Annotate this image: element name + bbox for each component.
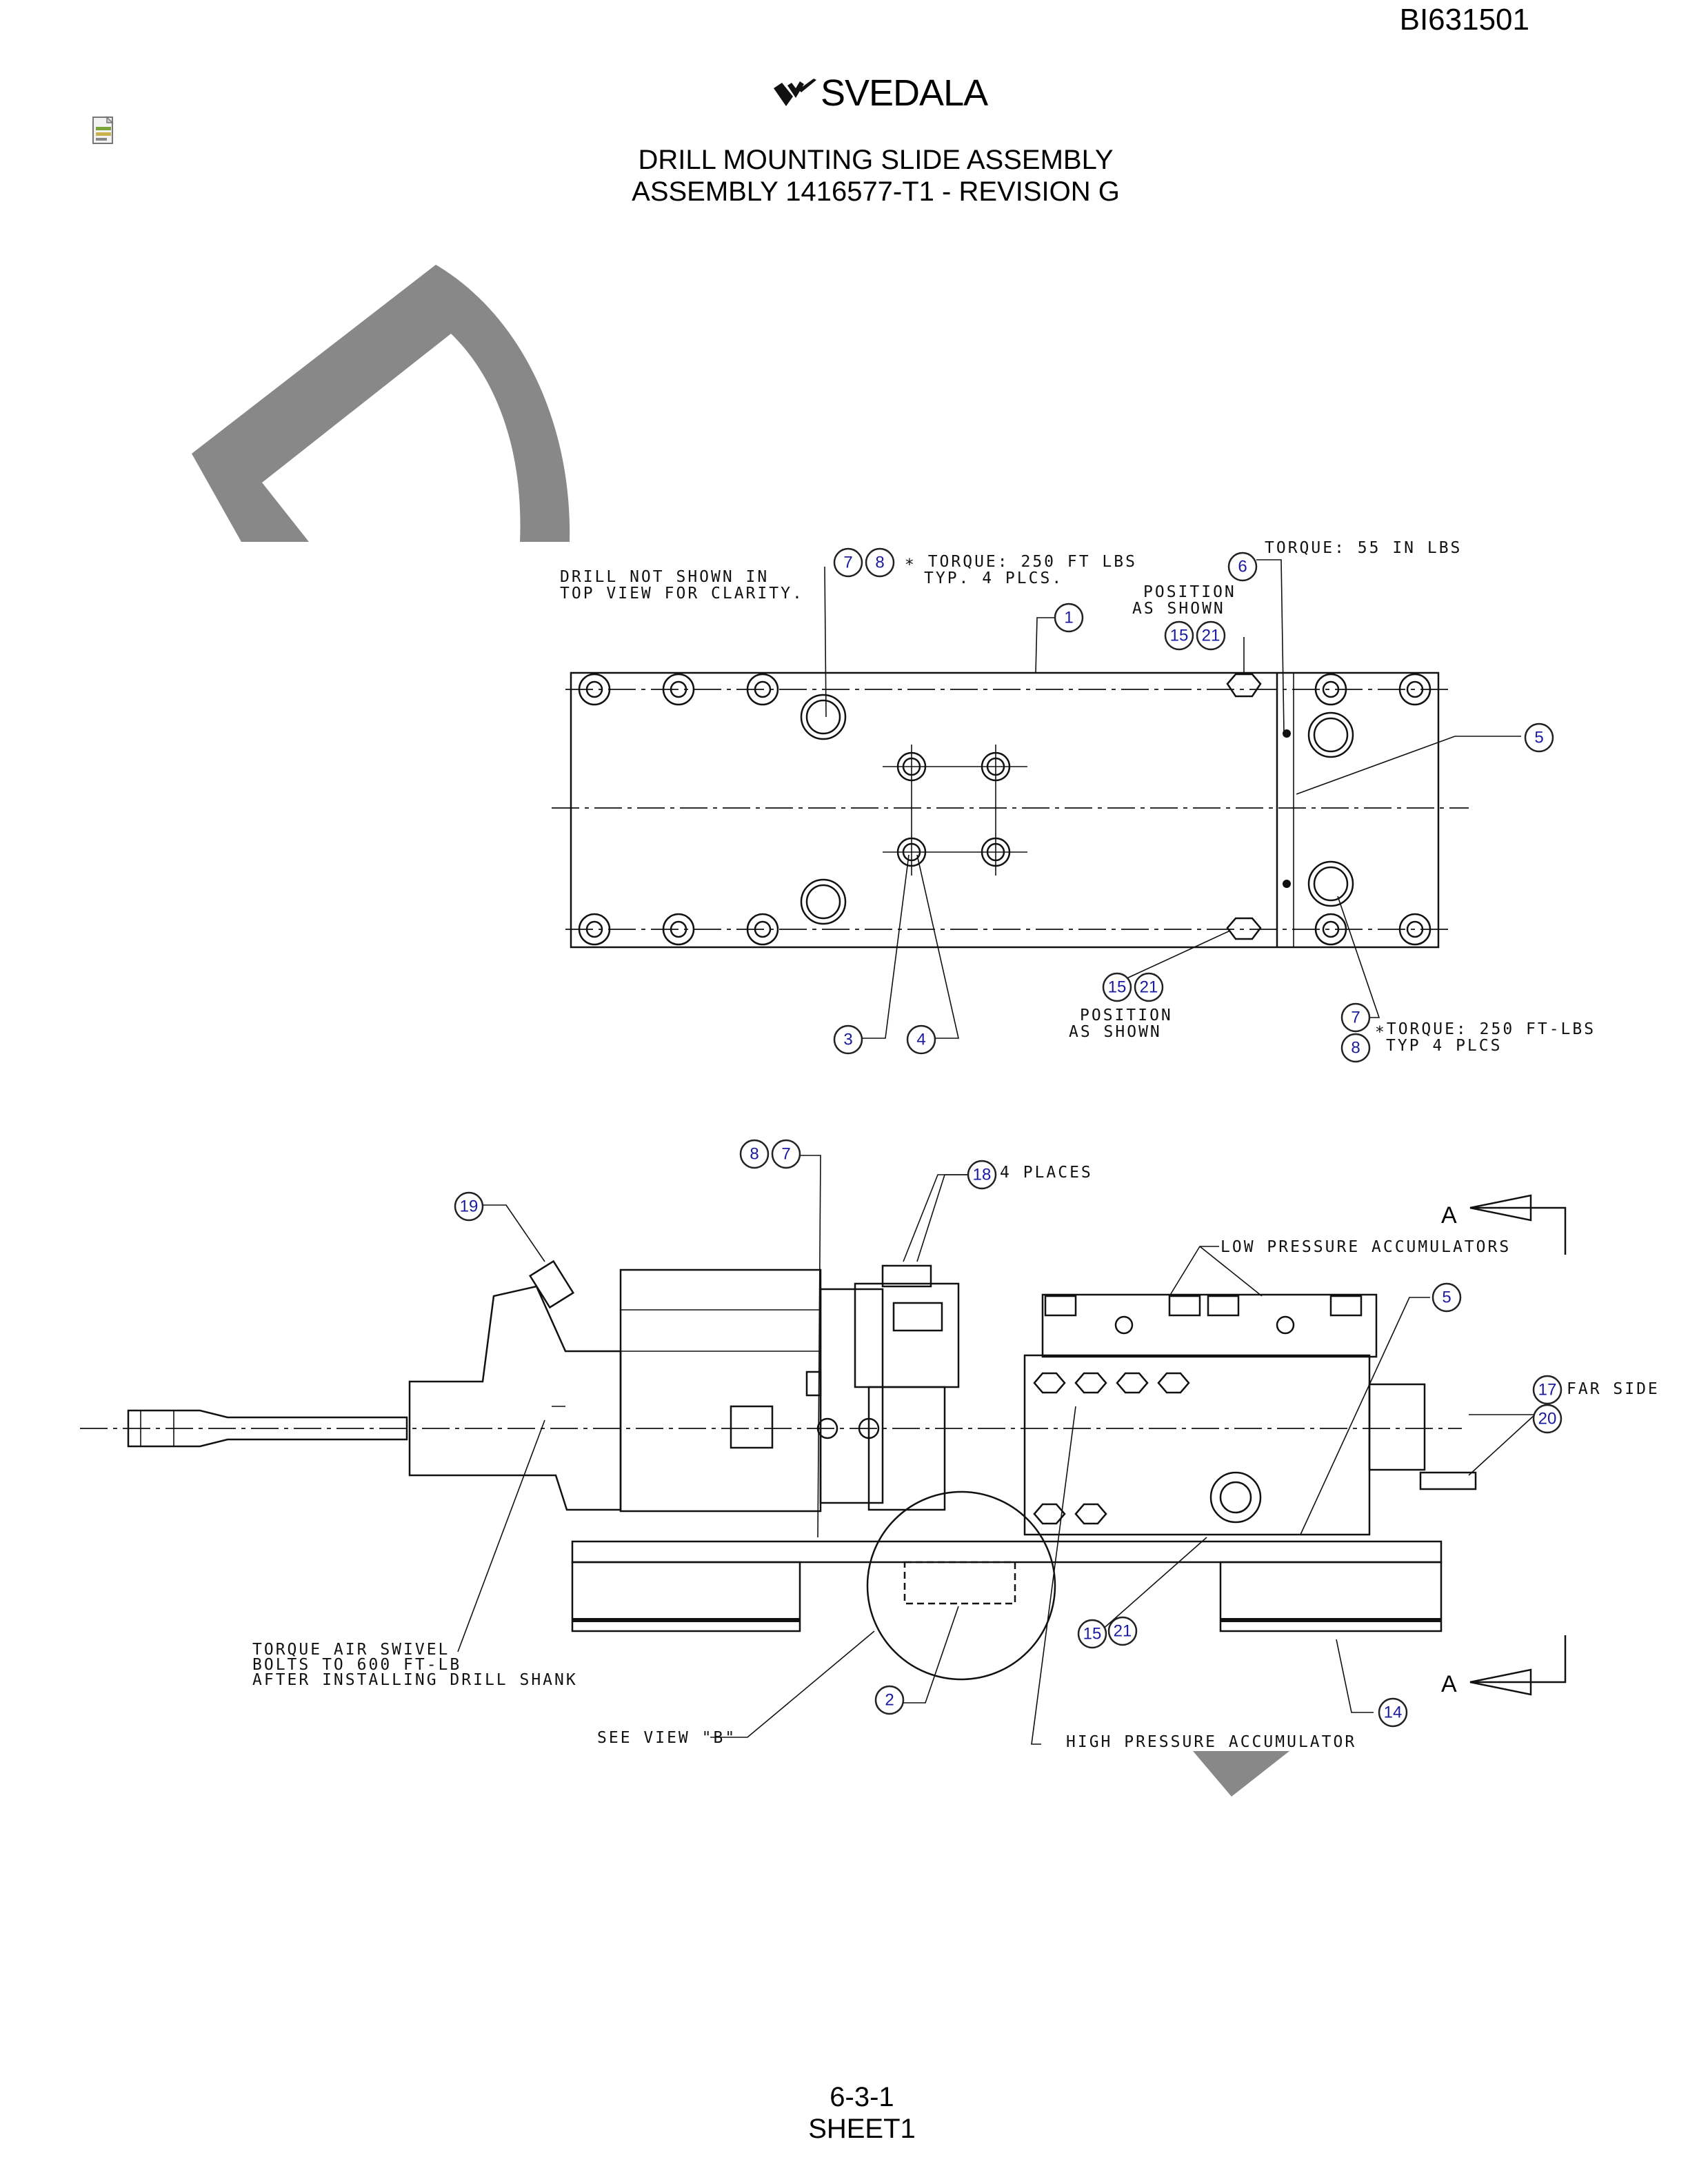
assembly-subtitle: ASSEMBLY 1416577-T1 - REVISION G bbox=[632, 176, 1120, 207]
view-b-circle bbox=[866, 1490, 1056, 1681]
balloon-21-side: 21 bbox=[1107, 1616, 1138, 1646]
svg-text:17: 17 bbox=[1538, 1381, 1557, 1399]
large-holes bbox=[800, 694, 1354, 925]
logo-text: SVEDALA bbox=[821, 72, 988, 114]
svg-text:15: 15 bbox=[1170, 627, 1189, 645]
svg-text:14: 14 bbox=[1384, 1703, 1403, 1722]
section-arrow-bottom bbox=[1469, 1635, 1567, 1696]
note-far-side: FAR SIDE bbox=[1567, 1380, 1660, 1398]
balloon-4: 4 bbox=[906, 1024, 936, 1055]
balloon-21-lower: 21 bbox=[1134, 972, 1164, 1002]
side-view: 4 PLACES LOW PRESSURE ACCUMULATORS FAR S… bbox=[80, 1155, 1660, 1751]
svg-text:3: 3 bbox=[843, 1031, 852, 1049]
balloon-8-top: 8 bbox=[865, 547, 895, 578]
balloon-21-top: 21 bbox=[1196, 620, 1226, 651]
svg-text:21: 21 bbox=[1202, 627, 1220, 645]
svg-text:6: 6 bbox=[1238, 558, 1247, 576]
note-position-lower-1: POSITION bbox=[1080, 1007, 1173, 1024]
balloon-5-side: 5 bbox=[1431, 1282, 1462, 1313]
balloon-8-right: 8 bbox=[1340, 1033, 1371, 1063]
note-torque-right-2: TYP 4 PLCS bbox=[1386, 1037, 1502, 1055]
balloon-15-side: 15 bbox=[1077, 1619, 1107, 1649]
balloon-15-top: 15 bbox=[1164, 620, 1194, 651]
svg-text:2: 2 bbox=[885, 1691, 894, 1710]
sheet-label: SHEET1 bbox=[808, 2114, 916, 2144]
hex-fitting-bottom bbox=[1226, 917, 1262, 940]
balloon-17: 17 bbox=[1532, 1375, 1563, 1405]
bolt-row-top bbox=[578, 673, 1431, 706]
svg-text:20: 20 bbox=[1538, 1410, 1557, 1428]
note-torque-55: TORQUE: 55 IN LBS bbox=[1265, 539, 1462, 557]
drill-shank bbox=[127, 1409, 408, 1448]
svg-text:4: 4 bbox=[916, 1031, 925, 1049]
balloon-15-lower: 15 bbox=[1102, 972, 1132, 1002]
note-clarity-1: DRILL NOT SHOWN IN bbox=[560, 568, 769, 586]
note-low-pressure: LOW PRESSURE ACCUMULATORS bbox=[1220, 1238, 1511, 1256]
balloon-5-top: 5 bbox=[1524, 722, 1554, 753]
balloon-20: 20 bbox=[1532, 1404, 1563, 1434]
document-icon[interactable] bbox=[91, 116, 119, 146]
hex-fitting-top bbox=[1226, 673, 1262, 698]
note-clarity-2: TOP VIEW FOR CLARITY. bbox=[560, 585, 804, 603]
note-position-2: AS SHOWN bbox=[1132, 600, 1225, 618]
svedala-logo-icon bbox=[774, 79, 816, 106]
svg-text:7: 7 bbox=[1351, 1009, 1360, 1027]
note-see-view: SEE VIEW "B" bbox=[597, 1729, 736, 1747]
svg-text:15: 15 bbox=[1083, 1625, 1102, 1644]
balloon-7-side: 7 bbox=[771, 1139, 801, 1169]
watermark-shape bbox=[192, 265, 1289, 1797]
balloon-7-top: 7 bbox=[833, 547, 863, 578]
svg-text:8: 8 bbox=[750, 1145, 758, 1164]
accumulator-manifold bbox=[1023, 1293, 1477, 1536]
drill-front-housing bbox=[408, 1260, 622, 1511]
svg-text:5: 5 bbox=[1534, 729, 1543, 747]
note-torque-top-1: ∗ TORQUE: 250 FT LBS bbox=[905, 553, 1137, 571]
svg-text:21: 21 bbox=[1140, 978, 1158, 997]
balloon-2: 2 bbox=[874, 1685, 905, 1715]
note-swivel-3: AFTER INSTALLING DRILL SHANK bbox=[252, 1671, 578, 1689]
note-high-pressure: HIGH PRESSURE ACCUMULATOR bbox=[1066, 1733, 1356, 1751]
note-position-lower-2: AS SHOWN bbox=[1069, 1023, 1162, 1041]
balloon-3: 3 bbox=[833, 1024, 863, 1055]
svg-text:5: 5 bbox=[1442, 1288, 1451, 1307]
balloon-1: 1 bbox=[1054, 603, 1084, 633]
section-arrow-top bbox=[1469, 1194, 1567, 1255]
svg-text:19: 19 bbox=[460, 1197, 479, 1216]
svg-text:21: 21 bbox=[1114, 1622, 1132, 1641]
svg-text:18: 18 bbox=[973, 1166, 992, 1184]
drawing-title: DRILL MOUNTING SLIDE ASSEMBLY bbox=[638, 145, 1114, 175]
balloon-8-side: 8 bbox=[739, 1139, 770, 1169]
svg-text:7: 7 bbox=[781, 1145, 790, 1164]
bolt-row-bottom bbox=[578, 913, 1431, 946]
svg-text:8: 8 bbox=[1351, 1039, 1360, 1058]
note-position-1: POSITION bbox=[1143, 583, 1236, 601]
section-a-top: A bbox=[1441, 1202, 1457, 1228]
balloon-18: 18 bbox=[967, 1160, 997, 1190]
document-number: BI631501 bbox=[1399, 3, 1529, 37]
svg-text:8: 8 bbox=[875, 554, 884, 572]
note-swivel-1: TORQUE AIR SWIVEL bbox=[252, 1641, 450, 1659]
top-view: DRILL NOT SHOWN IN TOP VIEW FOR CLARITY.… bbox=[552, 539, 1596, 1055]
drill-body bbox=[619, 1268, 884, 1513]
svg-text:15: 15 bbox=[1108, 978, 1127, 997]
balloon-14: 14 bbox=[1378, 1697, 1408, 1728]
slide-plate-outline bbox=[570, 671, 1440, 949]
page-number: 6-3-1 bbox=[830, 2082, 894, 2112]
slide-base-plate bbox=[571, 1540, 1443, 1632]
valve-block bbox=[816, 1264, 960, 1511]
balloon-6: 6 bbox=[1227, 552, 1258, 582]
svg-text:1: 1 bbox=[1064, 609, 1073, 627]
note-torque-right-1: ∗TORQUE: 250 FT-LBS bbox=[1375, 1020, 1596, 1038]
section-a-bottom: A bbox=[1441, 1671, 1457, 1697]
balloon-7-right: 7 bbox=[1340, 1002, 1371, 1033]
center-holes bbox=[883, 745, 1027, 876]
note-4-places: 4 PLACES bbox=[1000, 1164, 1093, 1182]
svg-text:7: 7 bbox=[843, 554, 852, 572]
note-torque-top-2: TYP. 4 PLCS. bbox=[924, 569, 1063, 587]
note-swivel-2: BOLTS TO 600 FT-LB bbox=[252, 1656, 461, 1674]
balloon-19: 19 bbox=[454, 1191, 484, 1222]
